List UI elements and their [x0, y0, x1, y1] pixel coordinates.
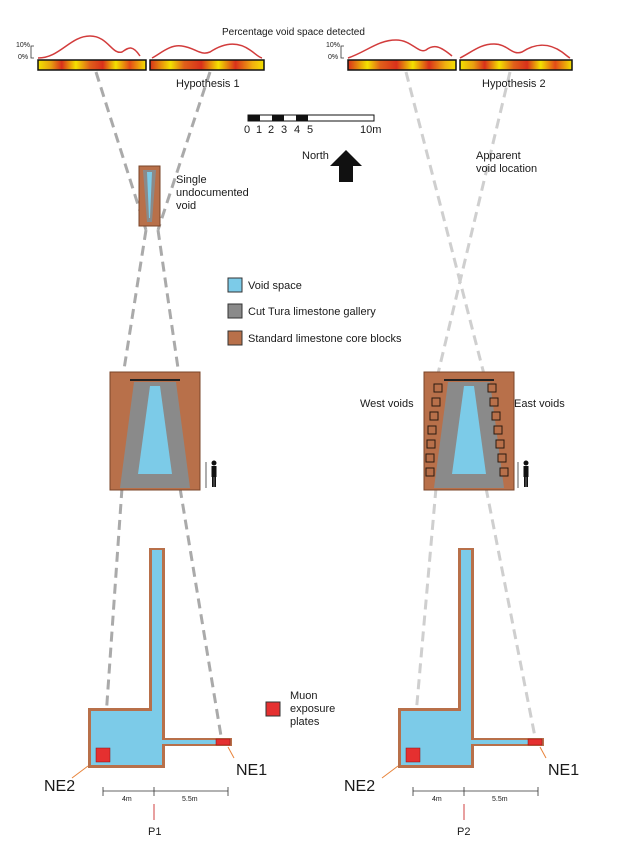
axis-label-low-left: 0%	[18, 54, 29, 61]
void-curve-left-1	[37, 35, 141, 59]
heatbar-group-right	[340, 39, 573, 71]
chamber-plan-left	[71, 548, 235, 820]
muon-plate-ne1-left	[215, 738, 231, 746]
single-void-block	[138, 165, 161, 227]
legend-label-core: Standard limestone core blocks	[248, 333, 402, 345]
cross-section-right	[423, 371, 515, 491]
axis-bracket-right	[340, 45, 344, 59]
ne2-label-right: NE2	[344, 778, 376, 795]
axis-label-low-right: 0%	[328, 54, 339, 61]
single-void-label: Single undocumented void	[176, 174, 249, 212]
apparent-void-label: Apparent void location	[476, 150, 538, 175]
axis-label-high-left: 10%	[16, 42, 31, 49]
dim-4m-right: 4m	[432, 796, 442, 803]
muon-plates-label: Muon exposure plates	[290, 690, 336, 728]
scale-tick-4: 4	[294, 124, 301, 136]
legend-swatch-core	[227, 330, 243, 346]
legend-swatch-gallery	[227, 303, 243, 319]
east-voids-label: East voids	[514, 398, 565, 410]
dim-5p5m-right: 5.5m	[492, 796, 508, 803]
ne1-label-left: NE1	[236, 762, 268, 779]
west-voids-label: West voids	[360, 398, 414, 410]
cross-section-left	[109, 371, 201, 491]
axis-label-high-right: 10%	[326, 42, 341, 49]
ne1-label-right: NE1	[548, 762, 580, 779]
ne2-label-left: NE2	[44, 778, 76, 795]
void-curve-right-2	[459, 43, 571, 59]
legend-label-void: Void space	[248, 280, 302, 292]
position-p1-label: P1	[148, 826, 162, 838]
scale-tick-3: 3	[281, 124, 288, 136]
chamber-plan-right	[381, 548, 547, 820]
axis-bracket-left	[30, 45, 34, 59]
hypothesis-1-label: Hypothesis 1	[176, 78, 240, 90]
legend-swatch-void	[227, 277, 243, 293]
human-scale-icon-left	[205, 460, 217, 488]
void-curve-left-2	[151, 43, 263, 59]
heatbar-group-left	[30, 35, 265, 71]
north-arrow-icon	[330, 150, 362, 182]
north-label: North	[302, 150, 329, 162]
heatbar-left-2	[149, 59, 265, 71]
void-curve-right-1	[347, 39, 453, 59]
heatbar-left-1	[37, 59, 147, 71]
position-p2-label: P2	[457, 826, 471, 838]
heatbar-right-1	[347, 59, 457, 71]
legend-label-gallery: Cut Tura limestone gallery	[248, 306, 376, 318]
scale-tick-2: 2	[268, 124, 275, 136]
diagram-title: Percentage void space detected	[222, 27, 365, 38]
heatbar-right-2	[459, 59, 573, 71]
legend-swatch-muon	[265, 701, 281, 717]
muon-plate-ne2-right	[405, 747, 421, 763]
scale-tick-1: 1	[256, 124, 263, 136]
muon-plate-ne2-left	[95, 747, 111, 763]
hypothesis-2-label: Hypothesis 2	[482, 78, 546, 90]
human-scale-icon-right	[517, 460, 529, 488]
dim-4m-left: 4m	[122, 796, 132, 803]
scale-end-label: 10m	[360, 124, 382, 136]
muon-plate-ne1-right	[527, 738, 543, 746]
scale-tick-5: 5	[307, 124, 314, 136]
dim-5p5m-left: 5.5m	[182, 796, 198, 803]
scale-tick-0: 0	[244, 124, 251, 136]
scale-bar	[247, 114, 375, 122]
